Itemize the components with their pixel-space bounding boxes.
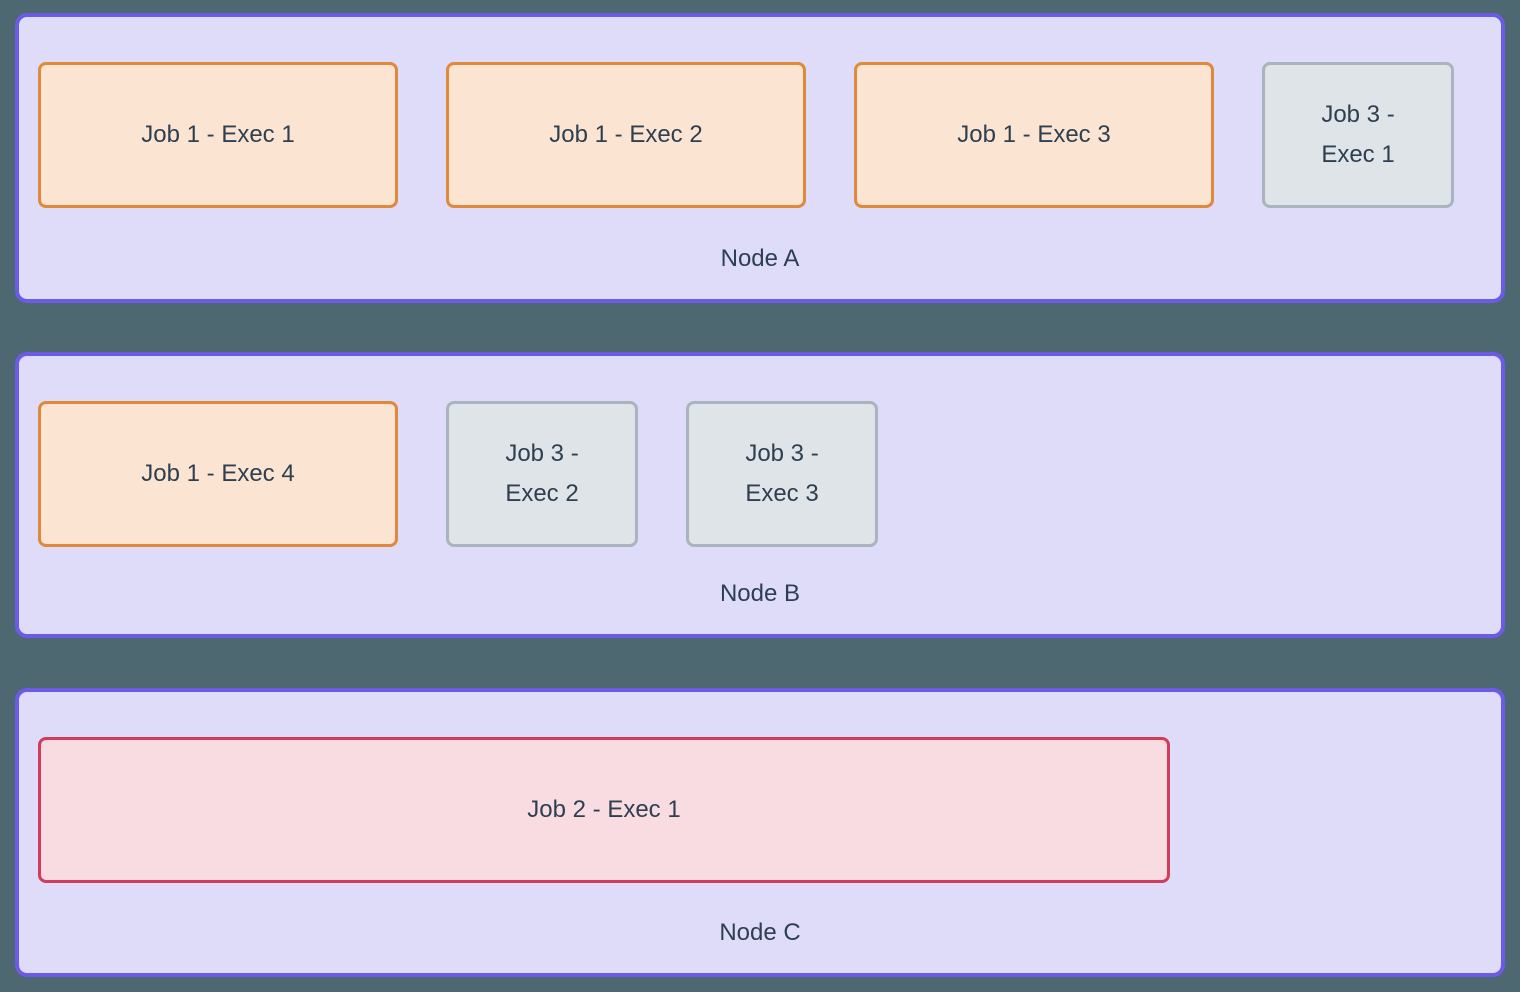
node-a[interactable]: Job 1 - Exec 1 Job 1 - Exec 2 Job 1 - Exec…	[15, 13, 1505, 303]
executor-job-1-exec-4[interactable]: Job 1 - Exec 4	[38, 401, 398, 547]
executor-job-1-exec-3[interactable]: Job 1 - Exec 3	[854, 62, 1214, 208]
node-b-label: Node B	[719, 580, 801, 607]
executor-job-3-exec-3[interactable]: Job 3 - Exec 3	[686, 401, 878, 547]
executor-job-1-exec-1[interactable]: Job 1 - Exec 1	[38, 62, 398, 208]
node-c[interactable]: Job 2 - Exec 1 Node C	[15, 688, 1505, 977]
executor-job-1-exec-2[interactable]: Job 1 - Exec 2	[446, 62, 806, 208]
node-a-label: Node A	[720, 245, 800, 272]
node-b[interactable]: Job 1 - Exec 4 Job 3 - Exec 2 Job 3 - Exec…	[15, 352, 1505, 638]
executor-job-3-exec-2[interactable]: Job 3 - Exec 2	[446, 401, 638, 547]
executor-job-2-exec-1[interactable]: Job 2 - Exec 1	[38, 737, 1170, 883]
node-c-label: Node C	[719, 919, 801, 946]
executor-job-3-exec-1[interactable]: Job 3 - Exec 1	[1262, 62, 1454, 208]
